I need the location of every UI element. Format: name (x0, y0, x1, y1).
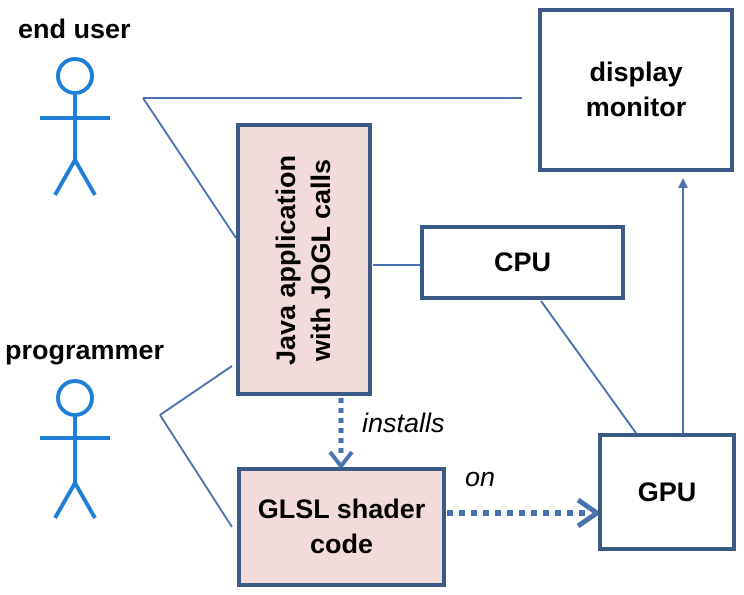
end-user-label: end user (18, 14, 131, 44)
programmer-to-glsl-line (159, 414, 233, 528)
cpu-to-gpu-line (540, 300, 637, 434)
end-user-figure-icon (40, 57, 110, 196)
cpu-box: CPU (420, 225, 625, 300)
on-arrowhead-icon (576, 497, 602, 529)
java-line1: Java application (270, 154, 301, 365)
end-user-to-java-line (142, 97, 237, 239)
glsl-line2: code (309, 529, 374, 559)
on-label: on (465, 462, 496, 492)
programmer-to-java-line (159, 365, 233, 416)
programmer-label: programmer (5, 335, 165, 365)
installs-label: installs (362, 408, 445, 438)
gpu-label: GPU (637, 476, 697, 507)
java-application-label: Java application with JOGL calls (269, 154, 339, 364)
programmer-figure-icon (40, 379, 110, 519)
glsl-shader-box: GLSL shader code (237, 467, 446, 587)
display-line1: display (589, 57, 683, 88)
display-line2: monitor (585, 92, 687, 122)
java-application-box: Java application with JOGL calls (236, 123, 372, 396)
cpu-label: CPU (493, 247, 551, 278)
glsl-line1: GLSL shader (257, 494, 426, 525)
java-line2: with JOGL calls (306, 158, 336, 361)
gpu-box: GPU (598, 433, 736, 551)
display-monitor-box: display monitor (538, 8, 734, 172)
installs-arrowhead-icon (328, 450, 354, 470)
